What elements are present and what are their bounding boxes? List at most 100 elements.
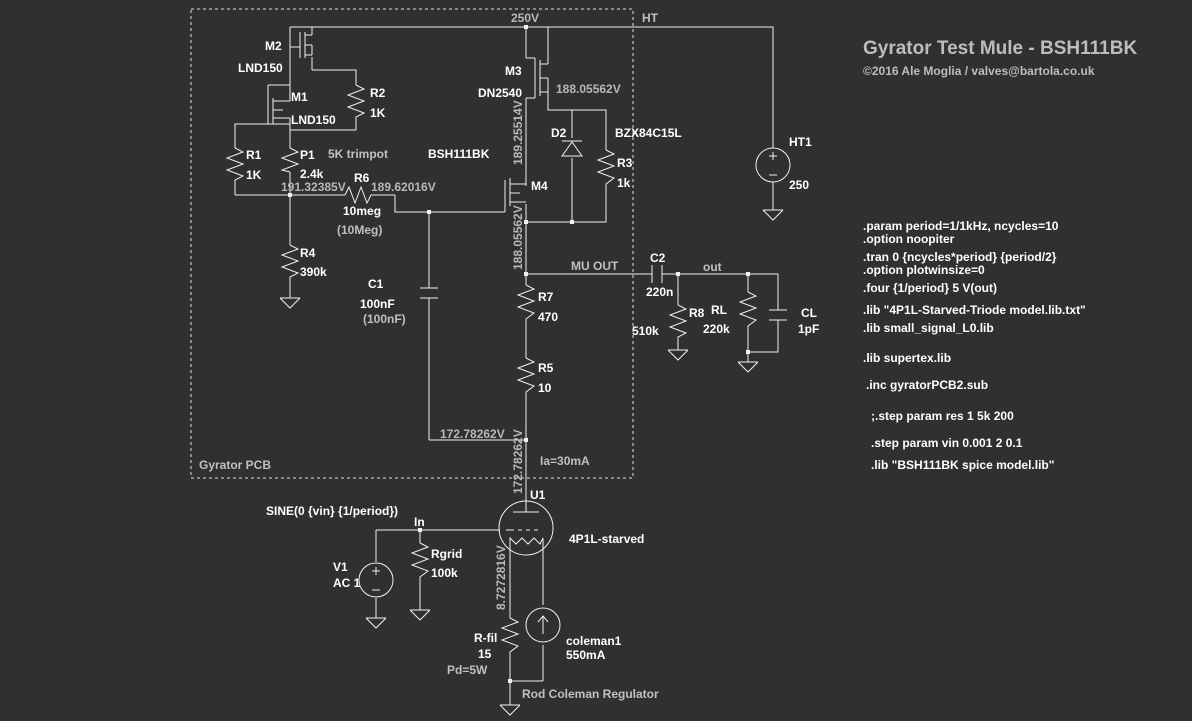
bsh111bk-label: BSH111BK — [428, 147, 490, 161]
c1-alt: (100nF) — [363, 312, 406, 326]
r3-ref: R3 — [617, 156, 633, 170]
m3-model: DN2540 — [478, 86, 522, 100]
v1-value: AC 1 — [333, 576, 361, 590]
mosfet-m1-symbol — [267, 96, 291, 124]
ground-rl — [737, 361, 759, 373]
pcb-label: Gyrator PCB — [199, 458, 271, 472]
directive-line: .tran 0 {ncycles*period} {period/2} — [863, 250, 1057, 264]
voltage-source-ht1 — [755, 147, 791, 183]
r8-value: 510k — [632, 324, 659, 338]
directive-line: .lib "4P1L-Starved-Triode model.lib.txt" — [863, 303, 1086, 317]
coleman-value: 550mA — [566, 648, 606, 662]
net-172-h: 172.78262V — [440, 427, 505, 441]
m2-model: LND150 — [238, 61, 283, 75]
resistor-r7 — [516, 284, 536, 325]
directive-line: .lib supertex.lib — [863, 351, 951, 365]
d2-model: BZX84C15L — [615, 126, 682, 140]
resistor-r6 — [344, 185, 375, 205]
r7-value: 470 — [538, 310, 558, 324]
directive-line: .option noopiter — [863, 232, 955, 246]
rl-value: 220k — [703, 322, 730, 336]
r5-value: 10 — [538, 381, 552, 395]
resistor-r1 — [225, 147, 245, 186]
ground-r4 — [279, 297, 301, 309]
ht1-value: 250 — [789, 178, 809, 192]
d2-ref: D2 — [551, 126, 567, 140]
net-188-a: 188.05562V — [556, 82, 621, 96]
pcb-boundary — [190, 8, 634, 479]
m3-ref: M3 — [505, 64, 522, 78]
wires — [234, 26, 779, 705]
resistor-r4 — [280, 244, 300, 280]
directive-line: ;.step param res 1 5k 200 — [871, 409, 1014, 423]
spice-directives: .param period=1/1kHz, ncycles=10 .option… — [863, 219, 1086, 472]
mosfet-m3-symbol — [526, 27, 549, 99]
ground-rgrid — [409, 609, 431, 621]
capacitor-c2 — [651, 265, 663, 283]
ht1-ref: HT1 — [789, 135, 812, 149]
net-191: 191.32385V — [281, 180, 346, 194]
r8-ref: R8 — [689, 306, 705, 320]
r7-ref: R7 — [538, 290, 554, 304]
rfil-value: 15 — [478, 647, 492, 661]
r6-value: 10meg — [343, 204, 381, 218]
directive-line: .lib "BSH111BK spice model.lib" — [871, 458, 1054, 472]
directive-line: .step param vin 0.001 2 0.1 — [871, 436, 1023, 450]
p1-value: 2.4k — [300, 167, 324, 181]
trimpot-label: 5K trimpot — [328, 147, 388, 161]
resistor-r5 — [516, 357, 536, 396]
rfil-ref: R-fil — [474, 631, 497, 645]
p1-ref: P1 — [300, 148, 315, 162]
junctions — [288, 25, 750, 683]
rl-ref: RL — [711, 303, 727, 317]
directive-line: .lib small_signal_L0.lib — [863, 321, 994, 335]
net-out: out — [703, 260, 722, 274]
c1-ref: C1 — [368, 277, 384, 291]
mosfet-m4-symbol — [504, 178, 526, 212]
resistor-r8 — [668, 304, 688, 342]
r1-value: 1K — [246, 168, 262, 182]
ground-ht1 — [762, 209, 784, 221]
capacitor-c1 — [420, 287, 438, 299]
diode-d2-symbol — [561, 140, 583, 157]
r2-value: 1K — [370, 106, 386, 120]
r1-ref: R1 — [246, 148, 262, 162]
net-ht: HT — [642, 11, 659, 25]
triode-u1-symbol — [498, 496, 554, 556]
directive-line: .param period=1/1kHz, ncycles=10 — [863, 219, 1059, 233]
rfil-pd: Pd=5W — [447, 663, 488, 677]
directive-line: .four {1/period} 5 V(out) — [863, 281, 997, 295]
r4-value: 390k — [300, 265, 327, 279]
m2-ref: M2 — [265, 39, 282, 53]
net-189-vertical: 189.25514V — [511, 100, 525, 165]
voltage-source-v1 — [358, 562, 394, 598]
ground-v1 — [365, 617, 387, 629]
directive-line: .option plotwinsize=0 — [863, 263, 985, 277]
copyright: ©2016 Ale Moglia / valves@bartola.co.uk — [863, 64, 1095, 78]
m1-model: LND150 — [291, 113, 336, 127]
r3-value: 1k — [617, 176, 631, 190]
schematic-title: Gyrator Test Mule - BSH111BK — [863, 38, 1137, 59]
resistor-rgrid — [410, 542, 430, 582]
net-8v7: 8.7272816V — [494, 545, 508, 610]
r6-ref: R6 — [354, 171, 370, 185]
net-mu-out: MU OUT — [571, 259, 619, 273]
resistor-p1 — [280, 147, 300, 173]
resistor-rfil — [500, 617, 520, 658]
cl-value: 1pF — [798, 322, 819, 336]
regulator-label: Rod Coleman Regulator — [522, 687, 659, 701]
coleman-ref: coleman1 — [566, 634, 622, 648]
net-188-vertical: 188.05562V — [511, 205, 525, 270]
r2-ref: R2 — [370, 86, 386, 100]
resistor-r3 — [596, 149, 616, 192]
c2-ref: C2 — [650, 251, 666, 265]
mosfet-m2-symbol — [289, 27, 313, 58]
ground-r8 — [667, 349, 689, 361]
m4-ref: M4 — [531, 179, 548, 193]
c1-value: 100nF — [360, 297, 395, 311]
c2-value: 220n — [646, 285, 673, 299]
rgrid-ref: Rgrid — [431, 547, 462, 561]
v1-ref: V1 — [333, 560, 348, 574]
net-172-vertical: 172.78262V — [511, 429, 525, 494]
rgrid-value: 100k — [431, 566, 458, 580]
